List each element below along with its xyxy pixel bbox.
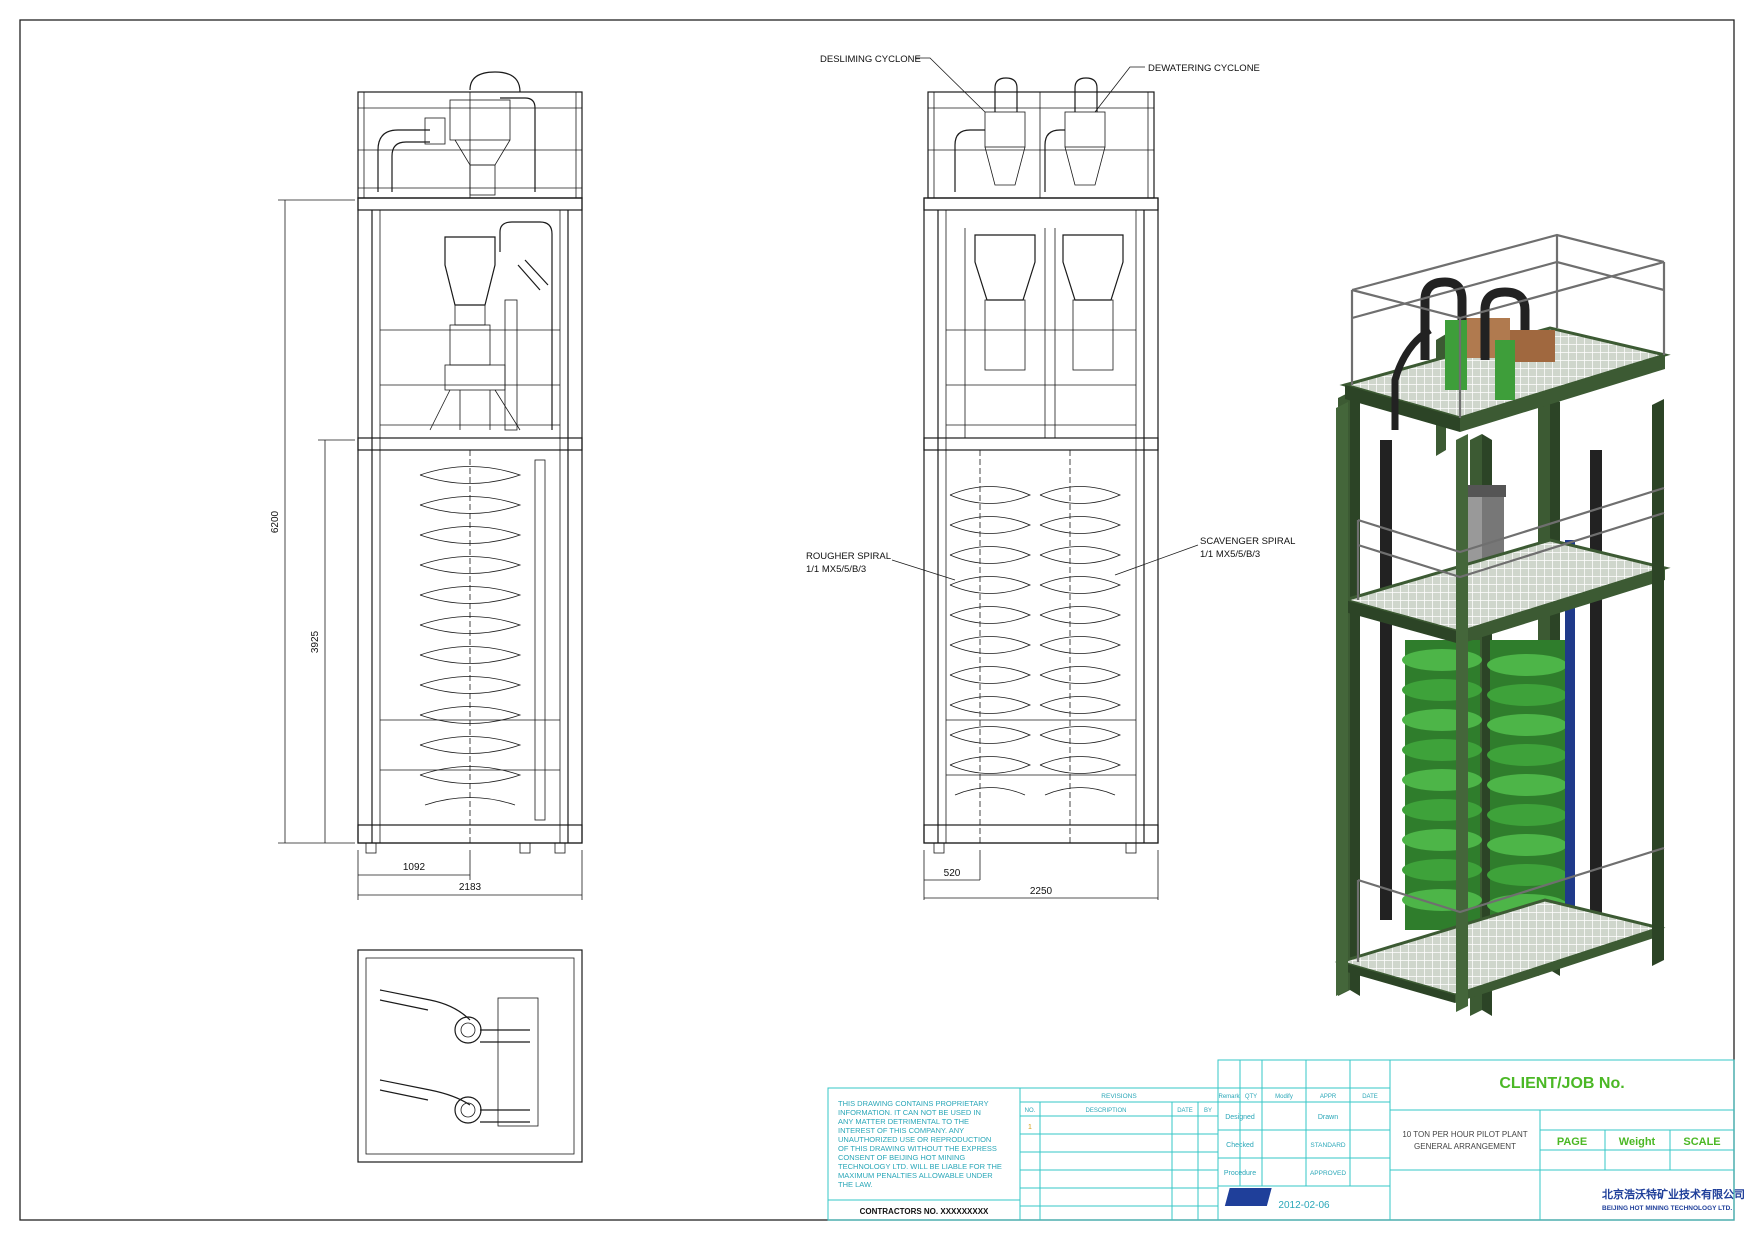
company-logo: HOT [1224,1188,1585,1206]
svg-text:INFORMATION. IT CAN NOT BE USE: INFORMATION. IT CAN NOT BE USED IN [838,1108,981,1117]
svg-text:ANY MATTER DETRIMENTAL TO THE: ANY MATTER DETRIMENTAL TO THE [838,1117,969,1126]
dim-height-total: 6200 [270,510,281,533]
approval-col-modify: Modify [1275,1094,1293,1100]
approval-col-date: DATE [1362,1094,1378,1100]
svg-text:OF THIS DRAWING WITHOUT THE EX: OF THIS DRAWING WITHOUT THE EXPRESS [838,1144,997,1153]
revisions-col-description: DESCRIPTION [1085,1108,1126,1114]
svg-text:INTEREST OF THIS COMPANY. ANY: INTEREST OF THIS COMPANY. ANY [838,1126,964,1135]
revisions-col-date: DATE [1177,1108,1193,1114]
company-name-cn: 北京浩沃特矿业技术有限公司 [1602,1187,1745,1201]
approval-procedure: Procedure [1224,1170,1256,1177]
scale-label: SCALE [1683,1136,1720,1148]
approval-checked: Checked [1226,1142,1254,1149]
client-job-no: CLIENT/JOB No. [1499,1075,1624,1092]
dim-width-total: 2183 [459,882,482,893]
dim-width-half: 1092 [403,862,426,873]
svg-text:MAXIMUM PENALTIES ALLOWABLE UN: MAXIMUM PENALTIES ALLOWABLE UNDER [838,1171,993,1180]
svg-text:THE LAW.: THE LAW. [838,1180,873,1189]
approval-col-qty: QTY [1245,1094,1257,1100]
scavenger-spiral [1039,486,1122,796]
revisions-title: REVISIONS [1101,1093,1137,1100]
label-rougher-spiral-model: 1/1 MX5/5/B/3 [806,564,866,575]
label-dewatering-cyclone: DEWATERING CYCLONE [1148,63,1260,74]
label-rougher-spiral: ROUGHER SPIRAL [806,551,891,562]
title-block: THIS DRAWING CONTAINS PROPRIETARY INFORM… [827,1059,1745,1221]
svg-text:TECHNOLOGY LTD. WILL BE LIABLE: TECHNOLOGY LTD. WILL BE LIABLE FOR THE [838,1162,1002,1171]
weight-label: Weight [1619,1136,1656,1148]
dim-height-spiral: 3925 [310,630,321,653]
plan-view [357,949,583,1163]
svg-text:CONSENT OF BEIJING HOT MINING: CONSENT OF BEIJING HOT MINING [838,1153,965,1162]
company-name-en: BEIJING HOT MINING TECHNOLOGY LTD. [1602,1205,1732,1212]
svg-text:THIS DRAWING CONTAINS PROPRIET: THIS DRAWING CONTAINS PROPRIETARY [838,1099,989,1108]
drawing-description-line2: GENERAL ARRANGEMENT [1414,1142,1516,1151]
side-view: 6200 3925 1092 2183 [270,71,583,900]
revisions-row1-no: 1 [1028,1124,1032,1131]
front-view: DESLIMING CYCLONE DEWATERING CYCLONE ROU… [806,54,1295,900]
revisions-col-by: BY [1204,1108,1212,1114]
page-label: PAGE [1557,1136,1587,1148]
approval-approved: APPROVED [1310,1170,1346,1177]
rougher-spiral [949,486,1032,796]
side-spiral [419,466,522,806]
approval-standard: STANDARD [1310,1142,1346,1149]
contractors-no: CONTRACTORS NO. XXXXXXXXX [860,1207,989,1216]
dim-offset: 520 [944,868,961,879]
label-scavenger-spiral: SCAVENGER SPIRAL [1200,536,1295,547]
approval-date: 2012-02-06 [1278,1200,1330,1211]
label-desliming-cyclone: DESLIMING CYCLONE [820,54,921,65]
svg-text:UNAUTHORIZED USE OR REPRODUCTI: UNAUTHORIZED USE OR REPRODUCTION [838,1135,991,1144]
drawing-description-line1: 10 TON PER HOUR PILOT PLANT [1402,1130,1527,1139]
revisions-col-no: NO. [1025,1108,1036,1114]
proprietary-notice: THIS DRAWING CONTAINS PROPRIETARY INFORM… [838,1099,1002,1189]
approval-drawn: Drawn [1318,1114,1338,1121]
dim-front-width: 2250 [1030,886,1053,897]
svg-text:HOT: HOT [1556,1190,1585,1205]
approval-col-appr: APPR [1320,1094,1337,1100]
approval-designed: Designed [1225,1114,1255,1121]
approval-col-remark: Remark [1218,1094,1240,1100]
label-scavenger-spiral-model: 1/1 MX5/5/B/3 [1200,549,1260,560]
isometric-view [1334,233,1671,1016]
